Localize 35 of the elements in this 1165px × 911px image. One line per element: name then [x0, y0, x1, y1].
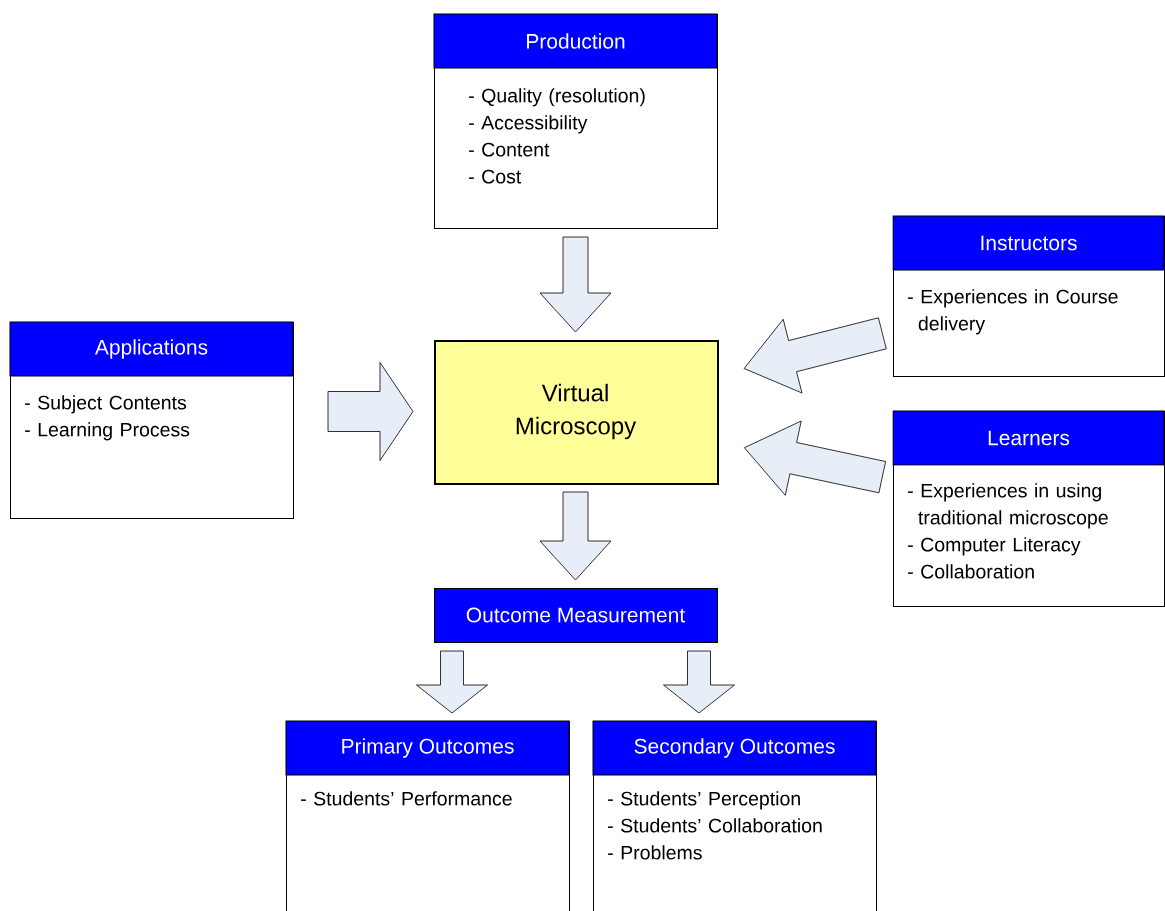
- list-item: - Subject Contents: [25, 395, 187, 414]
- header-bar: Instructors: [892, 215, 1165, 271]
- panel-box: [892, 410, 1165, 607]
- list-item: - Experiences in using traditional microscope: [908, 483, 1108, 529]
- list-item: - Content: [469, 142, 550, 157]
- block-arrow: [327, 362, 414, 461]
- header-bar: Applications: [9, 321, 294, 377]
- header-bar: Secondary Outcomes: [592, 720, 877, 776]
- list-item: - Learning Process: [25, 422, 190, 441]
- heading-box: Outcome Measurement: [434, 588, 718, 643]
- block-arrow: [744, 420, 886, 496]
- panel-box: [892, 215, 1165, 377]
- panel-box: [592, 720, 877, 911]
- list-item: - Collaboration: [908, 564, 1034, 579]
- list-item: - Students’ Perception: [608, 791, 800, 810]
- list-item: - Cost: [469, 169, 522, 184]
- panel-box: [285, 720, 570, 911]
- block-arrow: [663, 650, 735, 714]
- panel-box: [433, 13, 718, 229]
- center-box: Virtual Microscopy: [434, 340, 719, 485]
- list-item: - Quality (resolution): [469, 88, 645, 107]
- block-arrow: [416, 650, 488, 714]
- block-arrow: [743, 317, 887, 394]
- list-item: - Students’ Collaboration: [608, 818, 822, 833]
- list-item: - Experiences in Course delivery: [908, 289, 1118, 335]
- header-bar: Learners: [892, 410, 1165, 466]
- panel-box: [9, 321, 294, 519]
- header-bar: Primary Outcomes: [285, 720, 570, 776]
- list-item: - Computer Literacy: [908, 537, 1081, 556]
- list-item: - Problems: [608, 845, 702, 860]
- list-item: - Students’ Performance: [301, 791, 512, 806]
- block-arrow: [539, 491, 612, 581]
- header-bar: Production: [433, 13, 718, 69]
- list-item: - Accessibility: [469, 115, 588, 134]
- block-arrow: [539, 236, 612, 333]
